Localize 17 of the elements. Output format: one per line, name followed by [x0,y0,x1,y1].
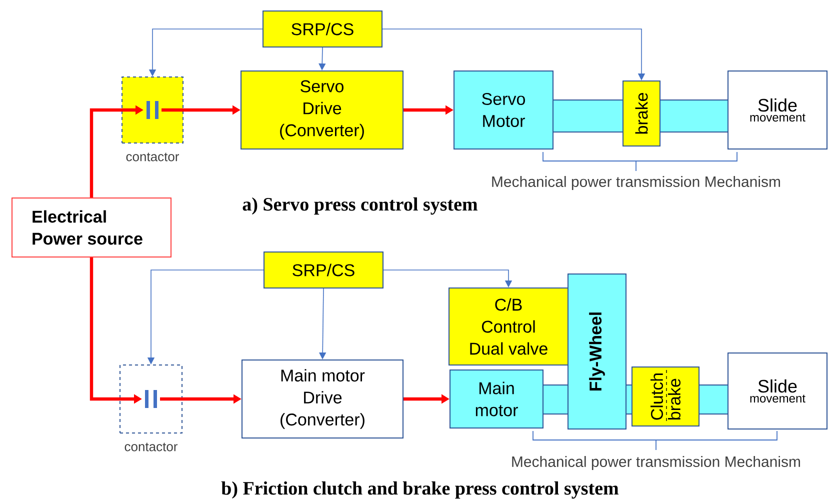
caption: a) Servo press control system [242,197,478,215]
slide-box: Slide movement [728,352,828,430]
valve-box: C/B Control Dual valve [448,288,568,366]
node-caption: contactor [126,152,180,162]
control-box: SRP/CS [262,10,382,48]
drive-box: Servo Drive (Converter) [240,70,404,150]
brace-label: Mechanical power transmission Mechanism [512,456,800,470]
control-box: SRP/CS [264,252,384,288]
motor-box: Servo Motor [454,70,554,150]
clutch-brake-box: Clutch brake [632,366,700,426]
node-caption: contactor [124,442,178,452]
brace-label: Mechanical power transmission Mechanism [492,176,780,190]
caption: b) Friction clutch and brake press control system [221,481,619,499]
power-source-box: Electrical Power source [12,198,172,258]
slide-box: Slide movement [728,70,828,150]
brake-box: brake [622,80,660,146]
drive-box: Main motor Drive (Converter) [242,360,404,438]
